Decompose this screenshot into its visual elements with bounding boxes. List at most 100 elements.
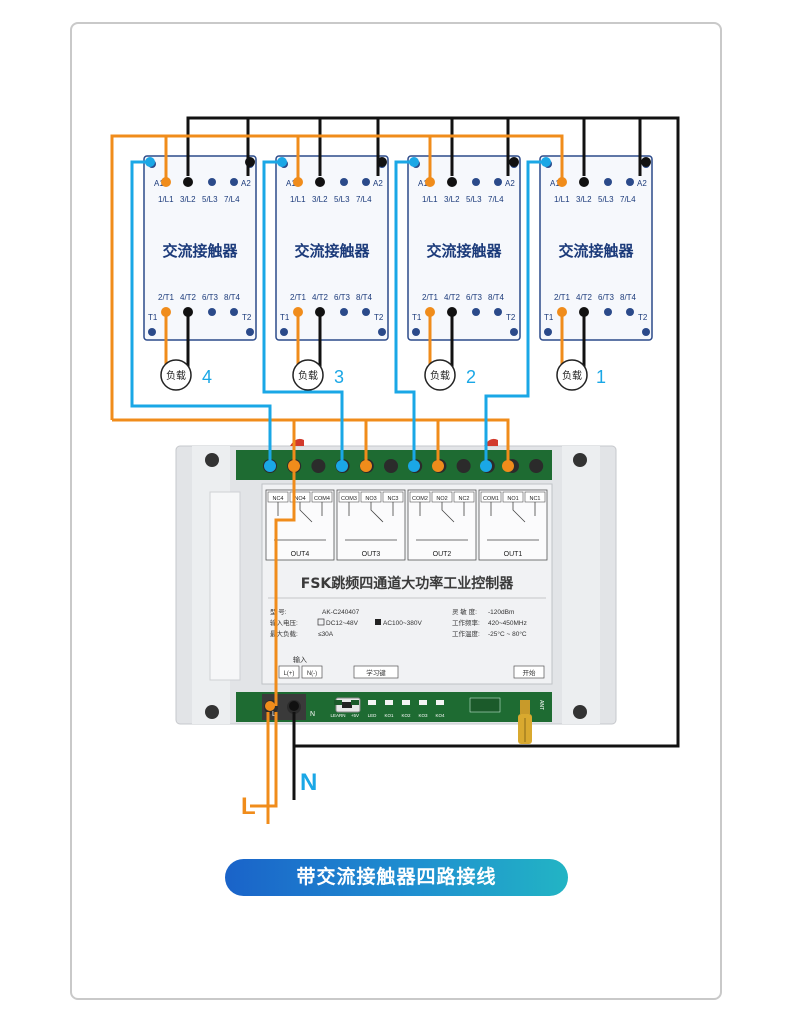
term-2-t1: 2/T1 <box>290 293 307 302</box>
a1-dot-icon <box>541 157 551 167</box>
switch-label: 开始 <box>523 668 537 677</box>
l1-dot-icon <box>293 177 303 187</box>
terminal-a2-label: A2 <box>241 179 251 188</box>
no-dot-icon <box>264 460 276 472</box>
output-label: OUT3 <box>362 551 381 558</box>
spec-model-label: 型 号: <box>270 607 287 616</box>
load-line-wires <box>164 314 564 368</box>
led-icon <box>351 700 359 705</box>
neutral-drop-wires <box>246 118 642 176</box>
spec-freq-label: 工作频率: <box>452 618 480 627</box>
load-3: 负载 3 <box>292 359 344 391</box>
din-rail-slot <box>209 491 241 681</box>
load-icon <box>556 359 588 391</box>
load-number: 4 <box>202 367 212 387</box>
relay-terminal-label: COM1 <box>483 496 499 502</box>
contactor-4: A1 A2 1/L1 3/L2 5/L3 7/L4 交流接触器 2/T1 4/T… <box>143 155 257 341</box>
relay-switch-icon <box>487 502 539 541</box>
relay-terminal-label: NC1 <box>529 496 540 502</box>
term-2-t1: 2/T1 <box>554 293 571 302</box>
terminal-screw-icon <box>311 459 326 473</box>
l1-dot-icon <box>161 177 171 187</box>
caption-banner: 带交流接触器四路接线 <box>225 859 568 896</box>
relay-terminal-label: NC4 <box>272 496 283 502</box>
power-l-dot-icon <box>265 701 275 711</box>
t2-dot-icon <box>579 307 589 317</box>
checkbox-icon <box>317 618 325 626</box>
pcb-label: KO3 <box>418 713 428 718</box>
relay-switch-icon <box>274 502 326 541</box>
line-input-branch <box>250 712 278 808</box>
controller-title: FSK跳频四通道大功率工业控制器 <box>301 575 514 592</box>
no-dot-icon <box>480 460 492 472</box>
a1-dot-icon <box>145 157 155 167</box>
antenna-icon <box>518 700 532 744</box>
signal-wire-1 <box>484 160 546 464</box>
led-icon <box>334 700 342 705</box>
spec-sens: -120dBm <box>488 609 514 616</box>
signal-wire-4 <box>130 160 272 464</box>
terminal-dots <box>145 157 651 711</box>
term-8-t4: 8/T4 <box>224 293 241 302</box>
t2-dot-icon <box>183 307 193 317</box>
spec-sens-label: 灵 敏 度: <box>452 607 477 616</box>
contactor-title: 交流接触器 <box>162 242 238 260</box>
load-4: 负载 4 <box>160 359 212 391</box>
relay-switch-icon <box>345 502 397 541</box>
ant-label: ANT <box>538 700 544 710</box>
terminal-t2-label: T2 <box>506 313 516 322</box>
terminal-screw-icon <box>456 459 471 473</box>
relay-terminal-label: COM4 <box>314 496 330 502</box>
mount-hole-icon <box>573 705 587 719</box>
load-icon <box>160 359 192 391</box>
bottom-screws <box>148 308 254 336</box>
led-icon <box>419 700 427 705</box>
pcb-label: KO2 <box>401 713 411 718</box>
load-icon <box>424 359 456 391</box>
l2-dot-icon <box>315 177 325 187</box>
contactor-body <box>407 155 521 341</box>
contactor-1: A1 A2 1/L1 3/L2 5/L3 7/L4 交流接触器 2/T1 4/T… <box>539 155 653 341</box>
learn-button-label: 学习键 <box>366 668 386 677</box>
term-8-t4: 8/T4 <box>356 293 373 302</box>
term-6-t3: 6/T3 <box>598 293 615 302</box>
term-4-t2: 4/T2 <box>180 293 197 302</box>
right-ear <box>562 446 600 724</box>
l2-dot-icon <box>183 177 193 187</box>
terminal-a1-label: A1 <box>418 179 428 188</box>
relay-terminal-label: NO2 <box>436 496 447 502</box>
led-icon <box>385 700 393 705</box>
load-number: 2 <box>466 367 476 387</box>
load-2: 负载 2 <box>424 359 476 391</box>
load-icon <box>292 359 324 391</box>
no-dot-icon <box>408 460 420 472</box>
term-5-l3: 5/L3 <box>334 195 350 204</box>
connector-block <box>469 697 501 713</box>
com-dot-icon <box>288 460 300 472</box>
terminal-a2-label: A2 <box>505 179 515 188</box>
l2-dot-icon <box>447 177 457 187</box>
term-6-t3: 6/T3 <box>334 293 351 302</box>
spec-temp-label: 工作温度: <box>452 629 480 638</box>
input-n-label: N(-) <box>307 671 317 677</box>
led-icon <box>436 700 444 705</box>
input-l-label: L(+) <box>284 671 295 677</box>
spec-input-dc: DC12~48V <box>326 620 359 627</box>
a2-dot-icon <box>509 157 519 167</box>
load-neutral-wires <box>186 314 586 368</box>
learn-button <box>353 665 399 679</box>
mount-hole-icon <box>573 453 587 467</box>
relay-terminal-label: NC2 <box>458 496 469 502</box>
terminal-screw-icon <box>384 459 398 473</box>
term-6-t3: 6/T3 <box>466 293 483 302</box>
term-8-t4: 8/T4 <box>488 293 505 302</box>
contactor-3: A1 A2 1/L1 3/L2 5/L3 7/L4 交流接触器 2/T1 4/T… <box>275 155 389 341</box>
pcb-label: LEARN <box>330 713 345 718</box>
spec-freq: 420~450MHz <box>488 620 527 627</box>
mount-hole-icon <box>205 453 219 467</box>
load-label: 负载 <box>298 369 318 382</box>
a1-dot-icon <box>409 157 419 167</box>
output-label: OUT2 <box>433 551 452 558</box>
term-1-l1: 1/L1 <box>290 195 306 204</box>
